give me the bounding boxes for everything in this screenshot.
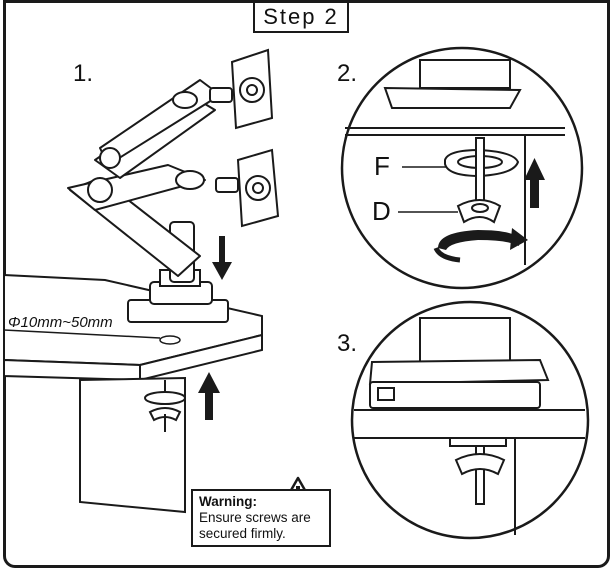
arrow-up-icon (198, 372, 220, 420)
detail-circle-3 (350, 300, 590, 540)
warning-line-1: Ensure screws are (199, 510, 311, 525)
dimension-line (3, 329, 161, 339)
vesa-plate-top (230, 48, 274, 130)
warning-box: Warning: Ensure screws are secured firml… (191, 489, 331, 547)
grommet-hole (159, 335, 181, 345)
hole-diameter-label: Φ10mm~50mm (8, 314, 113, 331)
warning-line-2: secured firmly. (199, 526, 286, 541)
monitor-arm (67, 79, 239, 283)
step-number-3: 3. (337, 330, 358, 357)
bottom-screw (144, 380, 186, 432)
step-title: Step 2 (253, 1, 349, 33)
callout-d: D (372, 196, 391, 226)
callout-f: F (374, 151, 390, 181)
detail-circle-2 (340, 46, 584, 290)
step-number-1: 1. (73, 60, 94, 87)
step-number-2: 2. (337, 60, 358, 87)
arrow-up-icon (524, 158, 545, 208)
arrow-down-icon (212, 236, 232, 280)
warning-title: Warning: (199, 494, 257, 509)
rotate-arrow-icon (433, 228, 528, 263)
vesa-plate-bottom (236, 148, 280, 228)
